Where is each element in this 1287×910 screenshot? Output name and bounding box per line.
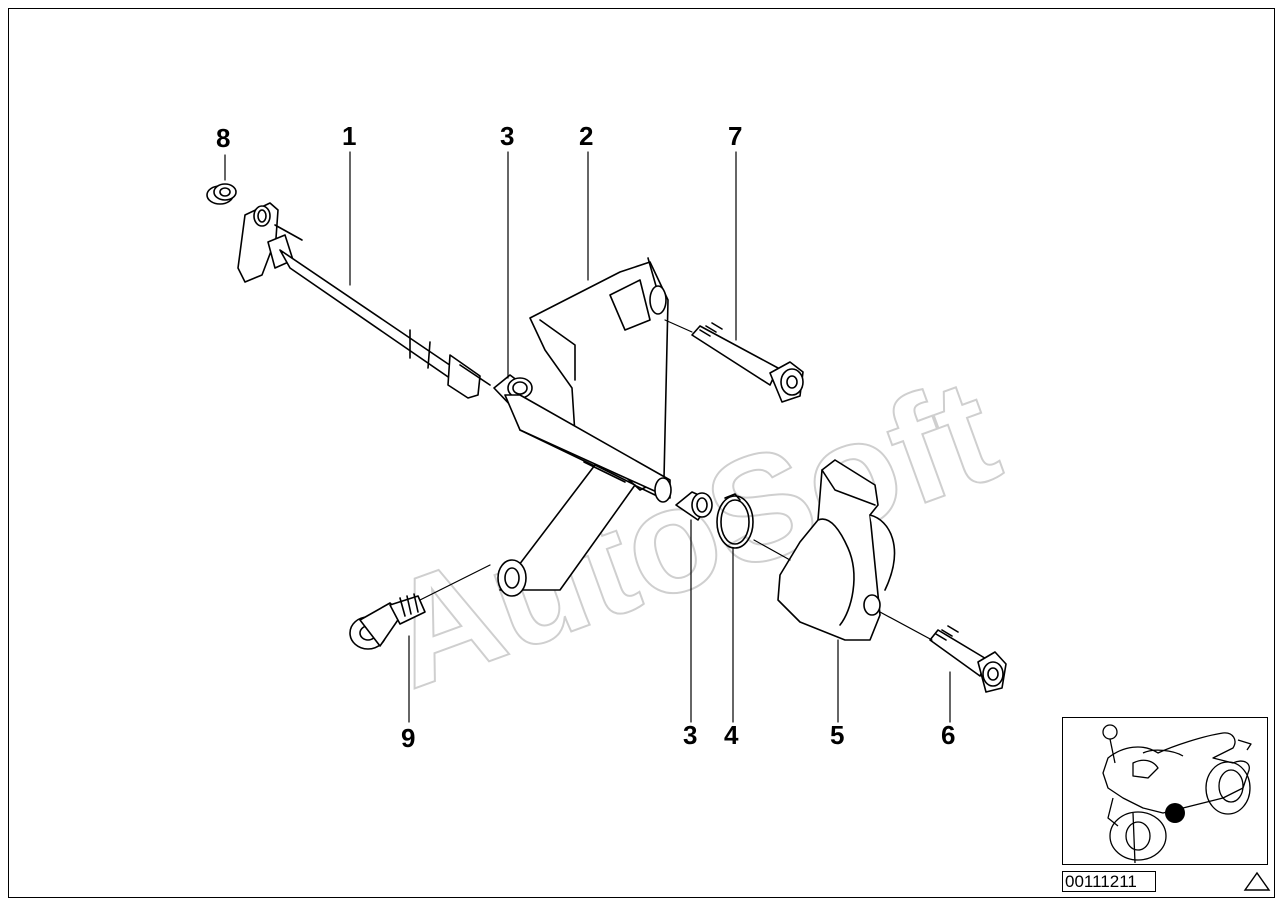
part-7-bolt (691, 322, 804, 403)
part-8-nut (206, 183, 237, 205)
diagram-frame (8, 8, 1275, 898)
diagram-code: 00111211 (1062, 871, 1156, 892)
part-label-1: 1 (342, 121, 356, 151)
motorcycle-locator-thumbnail (1062, 717, 1268, 865)
part-label-2: 2 (579, 121, 593, 151)
warning-triangle-icon (1243, 871, 1271, 891)
part-label-9: 9 (401, 723, 415, 753)
part-4-circlip (716, 493, 754, 549)
part-3-bushing-lower (675, 491, 713, 521)
part-label-7: 7 (728, 121, 742, 151)
part-label-3-lower: 3 (683, 720, 697, 750)
part-6-bolt (929, 625, 1007, 693)
locator-dot (1165, 803, 1185, 823)
motorcycle-locator-icon (1102, 724, 1252, 864)
part-label-6: 6 (941, 720, 955, 750)
part-9-bolt (349, 593, 426, 650)
part-label-3-upper: 3 (500, 121, 514, 151)
part-2-bracket (497, 257, 672, 597)
part-label-8: 8 (216, 123, 230, 153)
part-label-5: 5 (830, 720, 844, 750)
part-5-lever (777, 459, 896, 641)
leader-lines (224, 151, 951, 723)
part-1-shaft (237, 202, 491, 399)
part-label-4: 4 (724, 720, 739, 750)
